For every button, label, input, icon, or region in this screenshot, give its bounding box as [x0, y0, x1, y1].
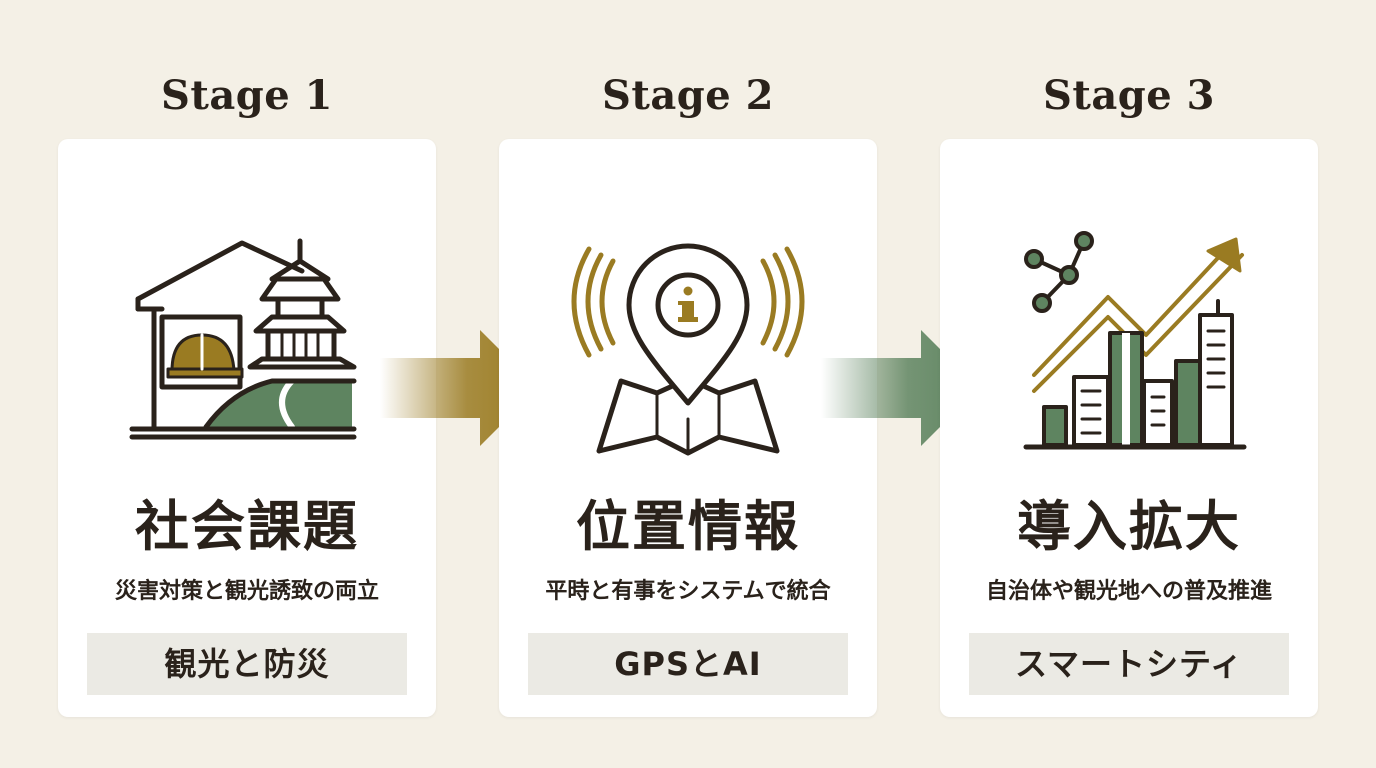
arrow-right-icon	[380, 330, 540, 446]
stage-3-heading: 導入拡大	[1017, 495, 1241, 558]
stage-2-title: Stage 2	[602, 72, 774, 119]
stage-1-card: 社会課題 災害対策と観光誘致の両立 観光と防災	[58, 139, 436, 717]
arrow-right-icon	[821, 330, 981, 446]
stage-1-subtitle: 災害対策と観光誘致の両立	[114, 579, 379, 604]
stage-3-card: 導入拡大 自治体や観光地への普及推進 スマートシティ	[940, 139, 1318, 717]
city-growth-chart-icon	[1004, 231, 1254, 471]
stage-1-heading: 社会課題	[135, 495, 359, 558]
stage-2-heading: 位置情報	[576, 495, 800, 558]
stage-2-card: 位置情報 平時と有事をシステムで統合 GPSとAI	[499, 139, 877, 717]
stage-3-tag: スマートシティ	[969, 633, 1289, 695]
stage-2-subtitle: 平時と有事をシステムで統合	[545, 579, 831, 604]
stage-1-title: Stage 1	[161, 72, 333, 119]
temple-house-helmet-icon	[122, 231, 372, 471]
location-pin-map-icon	[563, 231, 813, 471]
stage-3-subtitle: 自治体や観光地への普及推進	[985, 579, 1272, 604]
stage-3-title: Stage 3	[1043, 72, 1215, 119]
stage-2-tag: GPSとAI	[528, 633, 848, 695]
stage-1-tag: 観光と防災	[87, 633, 407, 695]
